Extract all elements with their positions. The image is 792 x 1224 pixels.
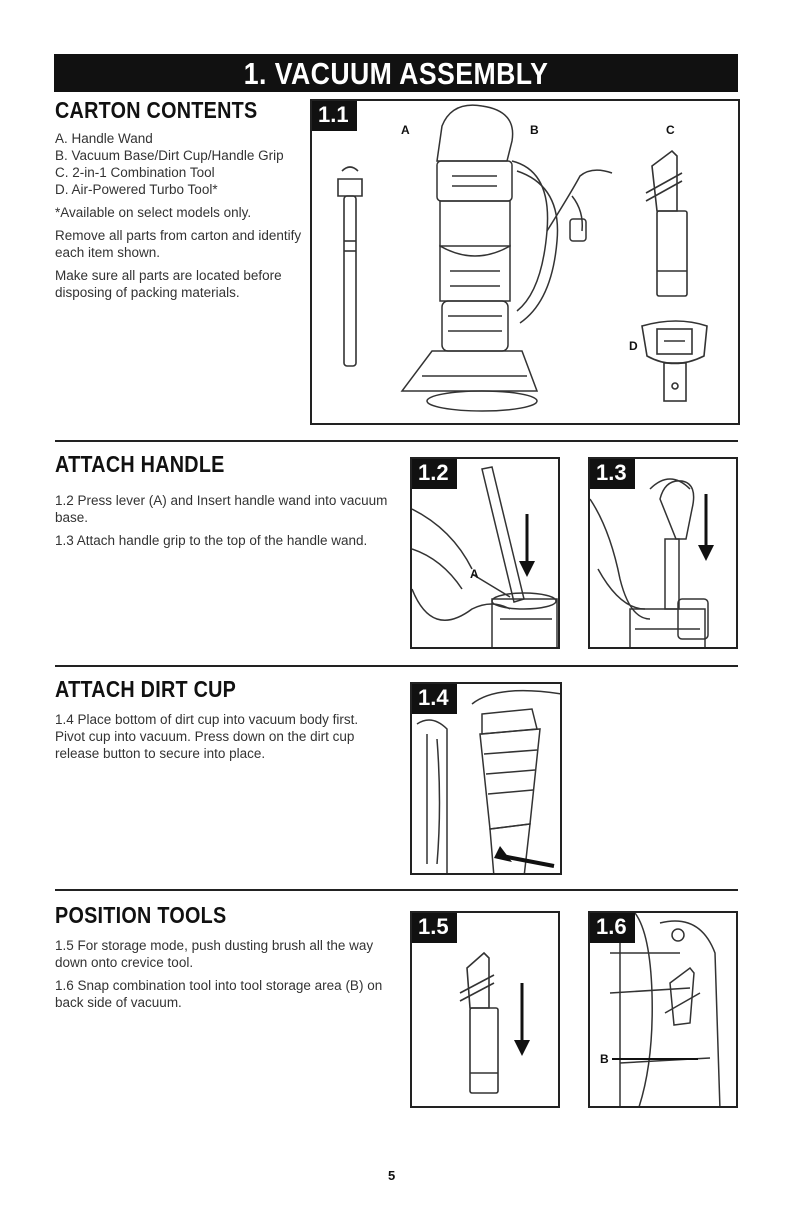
part-letter: A — [470, 567, 479, 581]
section-divider — [55, 665, 738, 667]
position-tools-text: 1.5 For storage mode, push dusting brush… — [55, 937, 390, 1017]
list-item: A. Handle Wand — [55, 131, 153, 146]
part-letter: B — [530, 123, 539, 137]
figure-1-5: 1.5 — [410, 911, 560, 1108]
attach-dirt-cup-heading: ATTACH DIRT CUP — [55, 676, 237, 702]
position-tools-heading: POSITION TOOLS — [55, 902, 227, 928]
part-letter: B — [600, 1052, 609, 1066]
attach-dirt-cup-text: 1.4 Place bottom of dirt cup into vacuum… — [55, 711, 391, 768]
part-letter: A — [401, 123, 410, 137]
attach-handle-text: 1.2 Press lever (A) and Insert handle wa… — [55, 492, 390, 555]
paragraph: 1.3 Attach handle grip to the top of the… — [55, 533, 368, 548]
figure-label: 1.1 — [312, 101, 357, 131]
list-item: D. Air-Powered Turbo Tool* — [55, 182, 218, 197]
section-divider — [55, 440, 738, 442]
attach-handle-heading: ATTACH HANDLE — [55, 451, 225, 477]
figure-label: 1.6 — [590, 913, 635, 943]
figure-1-3: 1.3 — [588, 457, 738, 649]
part-letter: C — [666, 123, 675, 137]
list-item: B. Vacuum Base/Dirt Cup/Handle Grip — [55, 148, 284, 163]
carton-items-list: A. Handle Wand B. Vacuum Base/Dirt Cup/H… — [55, 130, 305, 198]
figure-1-4: 1.4 — [410, 682, 562, 875]
list-item: C. 2-in-1 Combination Tool — [55, 165, 215, 180]
paragraph: 1.4 Place bottom of dirt cup into vacuum… — [55, 712, 359, 761]
figure-1-6: 1.6 B — [588, 911, 738, 1108]
footnote: *Available on select models only. — [55, 205, 252, 220]
figure-1-2: 1.2 A — [410, 457, 560, 649]
figure-label: 1.5 — [412, 913, 457, 943]
paragraph: 1.5 For storage mode, push dusting brush… — [55, 938, 374, 970]
paragraph: 1.6 Snap combination tool into tool stor… — [55, 978, 383, 1010]
storage-mode-illustration — [459, 951, 530, 1094]
carton-contents-text: A. Handle Wand B. Vacuum Base/Dirt Cup/H… — [55, 130, 305, 307]
tool-storage-illustration — [609, 913, 721, 1106]
section-banner: 1. VACUUM ASSEMBLY — [54, 54, 738, 92]
attach-grip-illustration — [590, 478, 714, 647]
attach-handle-illustration — [412, 466, 558, 647]
figure-label: 1.4 — [412, 684, 457, 714]
paragraph: 1.2 Press lever (A) and Insert handle wa… — [55, 493, 388, 525]
figure-label: 1.2 — [412, 459, 457, 489]
carton-contents-heading: CARTON CONTENTS — [55, 97, 258, 123]
paragraph: Remove all parts from carton and identif… — [55, 228, 302, 260]
attach-dirt-cup-illustration — [416, 689, 560, 873]
section-divider — [55, 889, 738, 891]
banner-title: 1. VACUUM ASSEMBLY — [243, 56, 549, 91]
figure-label: 1.3 — [590, 459, 635, 489]
page-number: 5 — [388, 1168, 396, 1183]
figure-1-1: 1.1 A B C D — [310, 99, 740, 425]
paragraph: Make sure all parts are located before d… — [55, 268, 282, 300]
parts-illustration — [337, 104, 708, 412]
part-letter: D — [629, 339, 638, 353]
